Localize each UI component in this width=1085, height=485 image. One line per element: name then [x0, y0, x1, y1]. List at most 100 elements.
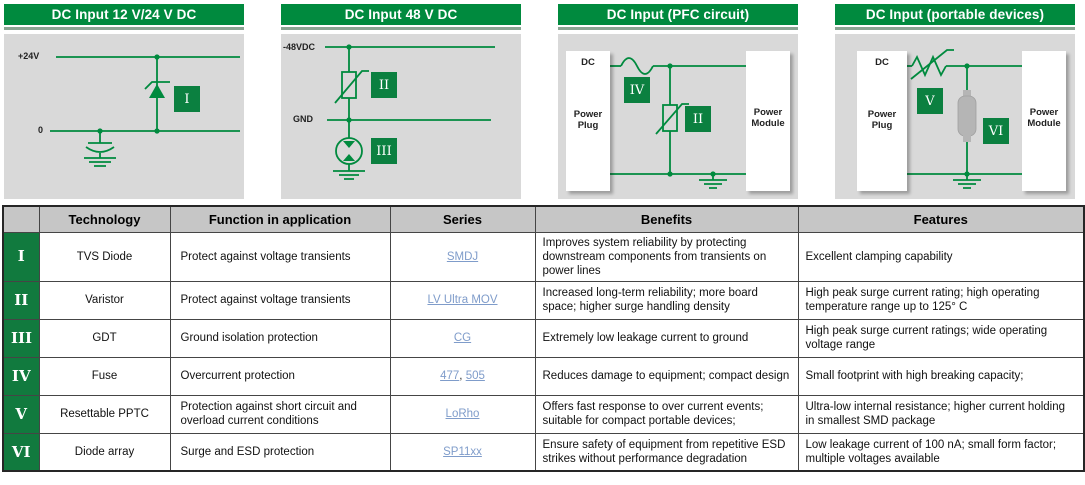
series-link-sp11xx[interactable]: SP11xx [443, 445, 482, 458]
cathode-bar [144, 81, 170, 90]
panel-title: DC Input (portable devices) [835, 4, 1075, 25]
technology-cell: GDT [38, 318, 171, 358]
circuit-diagram-pfc: DC Power Plug Power Module IV II [558, 34, 798, 199]
circuit-svg [907, 49, 1022, 189]
power-module-box: Power Module [1022, 51, 1066, 191]
features-cell: Ultra-low internal resistance; higher cu… [797, 394, 1085, 434]
gdt-symbol [333, 137, 365, 180]
technology-cell: Resettable PPTC [38, 394, 171, 434]
badge-pptc: V [917, 88, 943, 114]
series-link-477[interactable]: 477 [440, 370, 460, 383]
circuit-panels: DC Input 12 V/24 V DC [0, 0, 1085, 199]
function-cell: Surge and ESD protection [169, 432, 391, 472]
technology-cell: Diode array [38, 432, 171, 472]
series-link-smdj[interactable]: SMDJ [446, 250, 479, 263]
junction-dots [97, 54, 160, 134]
earth-ground-icon [84, 157, 116, 167]
component-lead-top [963, 90, 971, 98]
table-row-diode-array: VI Diode array Surge and ESD protection … [2, 432, 1085, 472]
badge-tvs-diode: I [174, 86, 200, 112]
varistor-slash [334, 70, 369, 104]
series-link-lv-ultra-mov[interactable]: LV Ultra MOV [427, 294, 498, 307]
numeral-cell: IV [2, 356, 40, 396]
power-plug-label: Power Plug [867, 109, 897, 132]
varistor-symbol [334, 70, 369, 104]
dc-label: DC [581, 57, 595, 68]
panel-dc-12v-24v: DC Input 12 V/24 V DC [4, 4, 244, 199]
technology-cell: TVS Diode [38, 231, 171, 282]
panel-dc-pfc: DC Input (PFC circuit) [558, 4, 798, 199]
benefits-cell: Offers fast response to over current eve… [534, 394, 799, 434]
col-header-numeral [2, 205, 40, 233]
numeral-cell: I [2, 231, 40, 282]
series-cell: LoRho [389, 394, 536, 434]
badge-varistor: II [685, 106, 711, 132]
series-link-lorho[interactable]: LoRho [445, 408, 480, 421]
diode-triangle [149, 84, 165, 98]
features-cell: Small footprint with high breaking capac… [797, 356, 1085, 396]
function-cell: Overcurrent protection [169, 356, 391, 396]
dc-label: DC [875, 57, 889, 68]
benefits-cell: Improves system reliability by protectin… [534, 231, 799, 282]
function-cell: Protection against short circuit and ove… [169, 394, 391, 434]
gdt-triangle-down [343, 141, 355, 148]
circuit-svg [325, 44, 495, 180]
junction-dots [667, 63, 716, 177]
earth-ground-icon [699, 179, 727, 189]
rail-label-24v: +24V [18, 51, 40, 61]
rail-label-0: 0 [38, 125, 44, 135]
junction-dots [964, 63, 970, 177]
col-header-series: Series [389, 205, 536, 233]
panel-title-underline [281, 27, 521, 30]
series-cell: SP11xx [389, 432, 536, 472]
numeral-cell: VI [2, 432, 40, 472]
benefits-cell: Increased long-term reliability; more bo… [534, 280, 799, 320]
panel-title: DC Input (PFC circuit) [558, 4, 798, 25]
numeral-cell: II [2, 280, 40, 320]
pptc-zigzag [911, 54, 947, 78]
benefits-cell: Reduces damage to equipment; compact des… [534, 356, 799, 396]
series-cell: LV Ultra MOV [389, 280, 536, 320]
earth-ground-icon [953, 179, 981, 189]
capacitor-curved-plate [85, 146, 115, 153]
circuit-diagram-12v-24v: +24V 0 I [4, 34, 244, 199]
component-lead-bottom [963, 134, 971, 142]
panel-title: DC Input 12 V/24 V DC [4, 4, 244, 25]
junction-dots [346, 44, 352, 123]
protection-selection-table: Technology Function in application Serie… [2, 205, 1085, 473]
table-header-row: Technology Function in application Serie… [2, 205, 1085, 233]
series-cell: 477, 505 [389, 356, 536, 396]
col-header-function: Function in application [169, 205, 391, 233]
function-cell: Protect against voltage transients [169, 280, 391, 320]
earth-ground-icon [333, 170, 365, 180]
table-row-tvs-diode: I TVS Diode Protect against voltage tran… [2, 231, 1085, 282]
panel-title-underline [835, 27, 1075, 30]
table-row-gdt: III GDT Ground isolation protection CG E… [2, 318, 1085, 358]
diode-array-symbol [957, 90, 977, 142]
capacitor-symbol [84, 142, 116, 167]
pptc-slash [910, 49, 954, 80]
features-cell: High peak surge current ratings; wide op… [797, 318, 1085, 358]
varistor-body [341, 71, 357, 99]
circuit-diagram-48v: -48VDC GND II III [281, 34, 521, 199]
features-cell: Excellent clamping capability [797, 231, 1085, 282]
series-cell: SMDJ [389, 231, 536, 282]
table-row-fuse: IV Fuse Overcurrent protection 477, 505 … [2, 356, 1085, 396]
series-link-cg[interactable]: CG [453, 332, 472, 345]
gdt-triangle-up [343, 154, 355, 161]
wires [50, 56, 240, 143]
circuit-diagram-portable: DC Power Plug Power Module V VI [835, 34, 1075, 199]
wires [325, 46, 495, 138]
rail-label-gnd: GND [293, 114, 313, 124]
panel-dc-portable: DC Input (portable devices) [835, 4, 1075, 199]
power-module-label: Power Module [1027, 107, 1061, 130]
panel-title: DC Input 48 V DC [281, 4, 521, 25]
circuit-svg [50, 54, 240, 167]
benefits-cell: Ensure safety of equipment from repetiti… [534, 432, 799, 472]
tvs-diode-symbol [144, 81, 170, 98]
varistor-symbol [655, 103, 689, 135]
series-link-505[interactable]: 505 [465, 370, 485, 383]
badge-diode-array: VI [983, 118, 1009, 144]
varistor-slash [655, 103, 689, 135]
component-body [957, 95, 977, 137]
